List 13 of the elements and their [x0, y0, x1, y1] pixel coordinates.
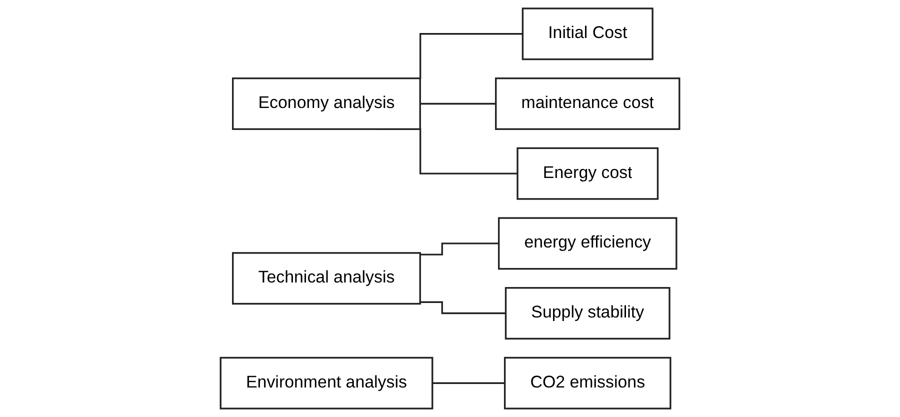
connector	[420, 301, 506, 314]
connector	[420, 242, 499, 256]
node-box: Environment analysis	[220, 356, 434, 410]
node-box: Supply stability	[504, 287, 670, 340]
node-box: Energy cost	[516, 147, 659, 200]
node-box: Economy analysis	[232, 77, 421, 130]
node-box: CO2 emissions	[504, 356, 672, 410]
node-box: Technical analysis	[232, 252, 421, 305]
node-box: Initial Cost	[522, 8, 654, 60]
node-box: energy efficiency	[498, 217, 678, 270]
connector	[432, 382, 505, 384]
connector	[420, 102, 496, 105]
node-box: maintenance cost	[495, 77, 680, 130]
